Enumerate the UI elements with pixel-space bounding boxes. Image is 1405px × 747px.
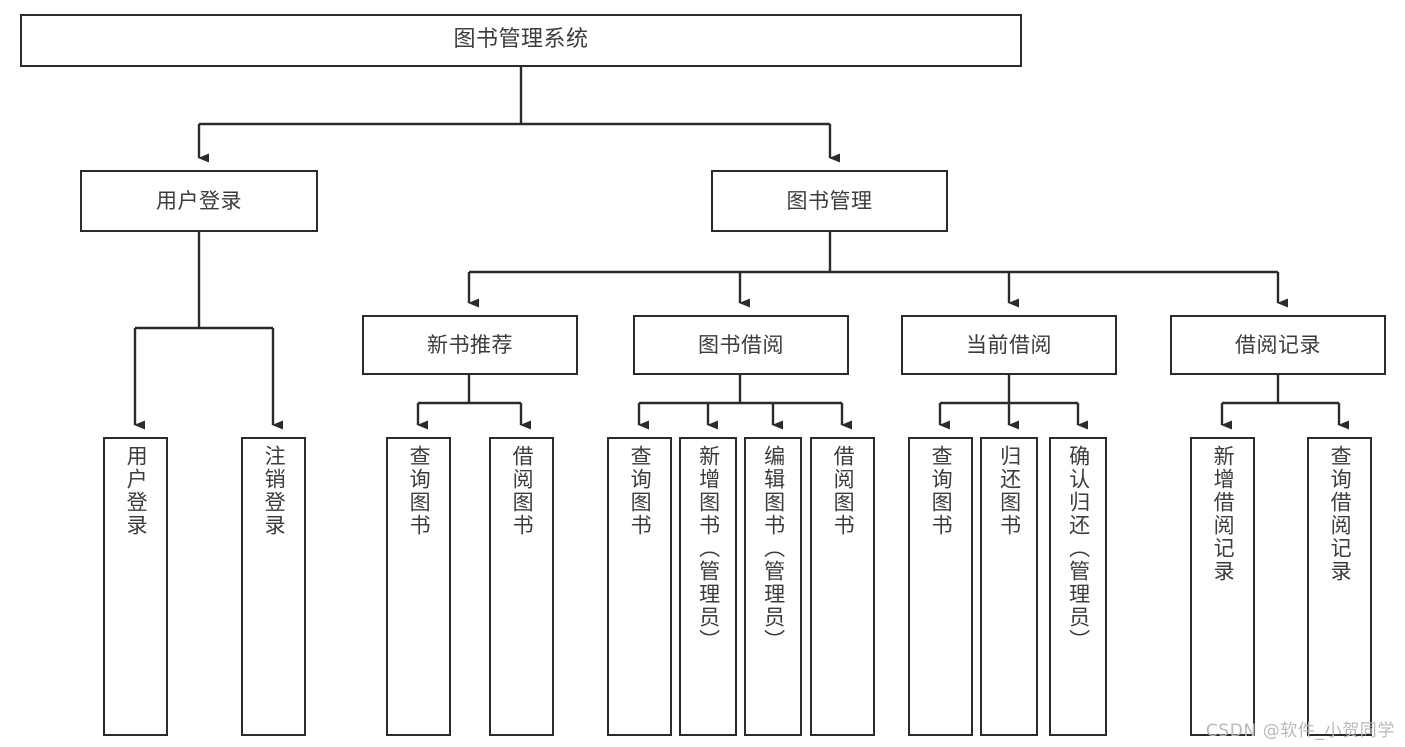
node-current-borrow[interactable]: 当前借阅 [901, 315, 1117, 375]
node-new-book-recommend[interactable]: 新书推荐 [362, 315, 578, 375]
leaf-book-borrow-edit-book-admin[interactable]: 编辑图书（管理员） [744, 437, 802, 736]
leaf-book-borrow-add-book-admin[interactable]: 新增图书（管理员） [679, 437, 737, 736]
node-label: 新增图书（管理员） [696, 445, 721, 652]
node-book-management[interactable]: 图书管理 [711, 170, 948, 232]
node-label: 确认归还（管理员） [1066, 445, 1091, 652]
node-label: 查询图书 [929, 445, 954, 537]
node-label: 查询图书 [407, 445, 432, 537]
node-label: 归还图书 [997, 445, 1022, 537]
leaf-borrow-record-query-record[interactable]: 查询借阅记录 [1307, 437, 1372, 736]
node-label: 借阅图书 [510, 445, 535, 537]
node-label: 编辑图书（管理员） [761, 445, 786, 652]
leaf-user-login-signin[interactable]: 用户登录 [103, 437, 168, 736]
node-label: 借阅图书 [831, 445, 856, 537]
node-label: 用户登录 [124, 445, 149, 537]
node-label: 当前借阅 [966, 332, 1052, 357]
leaf-new-book-query-books[interactable]: 查询图书 [386, 437, 451, 736]
leaf-current-borrow-query-books[interactable]: 查询图书 [908, 437, 973, 736]
node-book-borrow[interactable]: 图书借阅 [633, 315, 849, 375]
node-book-management-system[interactable]: 图书管理系统 [20, 14, 1022, 67]
leaf-user-login-signout[interactable]: 注销登录 [241, 437, 306, 736]
watermark-text: CSDN @软件_小贺同学 [1205, 721, 1395, 741]
node-label: 查询图书 [628, 445, 653, 537]
node-label: 新增借阅记录 [1211, 445, 1236, 583]
node-label: 用户登录 [156, 188, 242, 213]
node-label: 图书借阅 [698, 332, 784, 357]
node-label: 查询借阅记录 [1328, 445, 1353, 583]
node-user-login[interactable]: 用户登录 [80, 170, 318, 232]
leaf-borrow-record-add-record[interactable]: 新增借阅记录 [1190, 437, 1255, 736]
node-label: 图书管理 [786, 188, 873, 213]
node-label: 新书推荐 [427, 332, 513, 357]
leaf-current-borrow-confirm-return-admin[interactable]: 确认归还（管理员） [1049, 437, 1107, 736]
leaf-current-borrow-return-books[interactable]: 归还图书 [980, 437, 1038, 736]
node-label: 注销登录 [262, 445, 287, 537]
node-label: 借阅记录 [1235, 332, 1321, 357]
leaf-new-book-borrow-books[interactable]: 借阅图书 [489, 437, 554, 736]
node-label: 图书管理系统 [453, 27, 589, 53]
leaf-book-borrow-borrow-books[interactable]: 借阅图书 [810, 437, 875, 736]
node-borrow-record[interactable]: 借阅记录 [1170, 315, 1386, 375]
leaf-book-borrow-query-books[interactable]: 查询图书 [607, 437, 672, 736]
